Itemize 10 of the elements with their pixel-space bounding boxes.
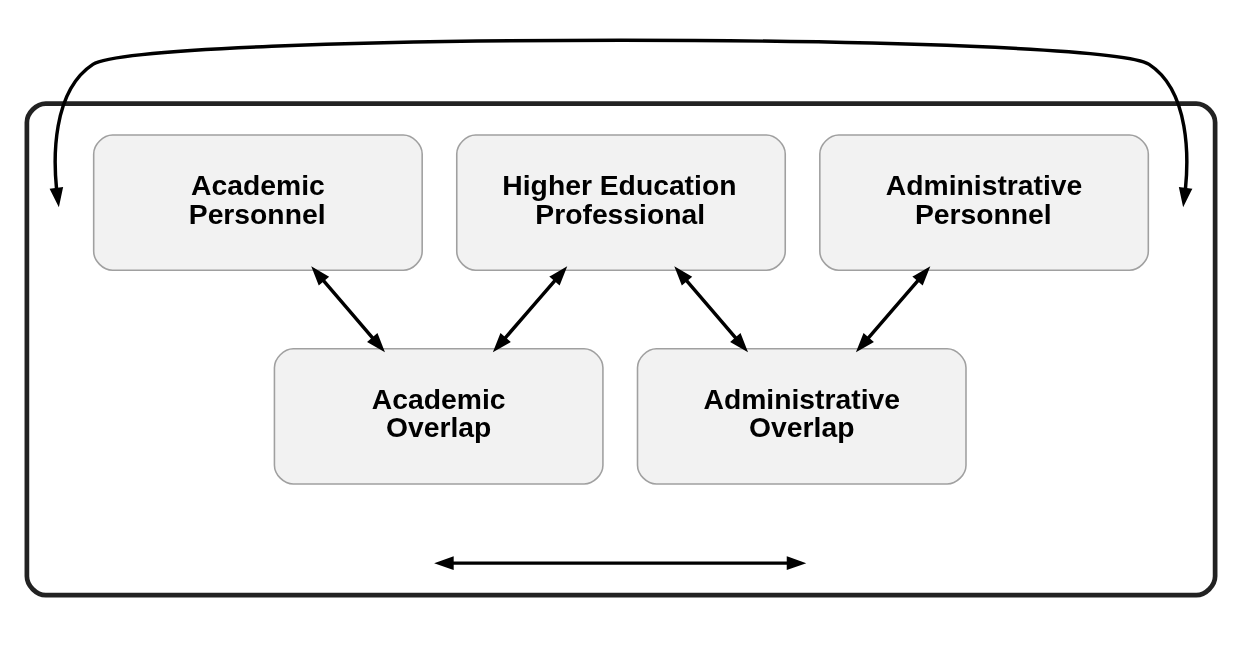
cluster [24,100,1218,597]
arrow [492,265,568,352]
node-box: Higher Education Professional [455,133,787,271]
node-box: Academic Personnel [92,133,423,271]
arrow [855,265,931,352]
node-box: Academic Overlap [273,347,604,485]
arrow [674,265,749,352]
node-box: Administrative Personnel [819,133,1150,271]
arrow [311,265,385,352]
node-box: Administrative Overlap [636,347,967,485]
